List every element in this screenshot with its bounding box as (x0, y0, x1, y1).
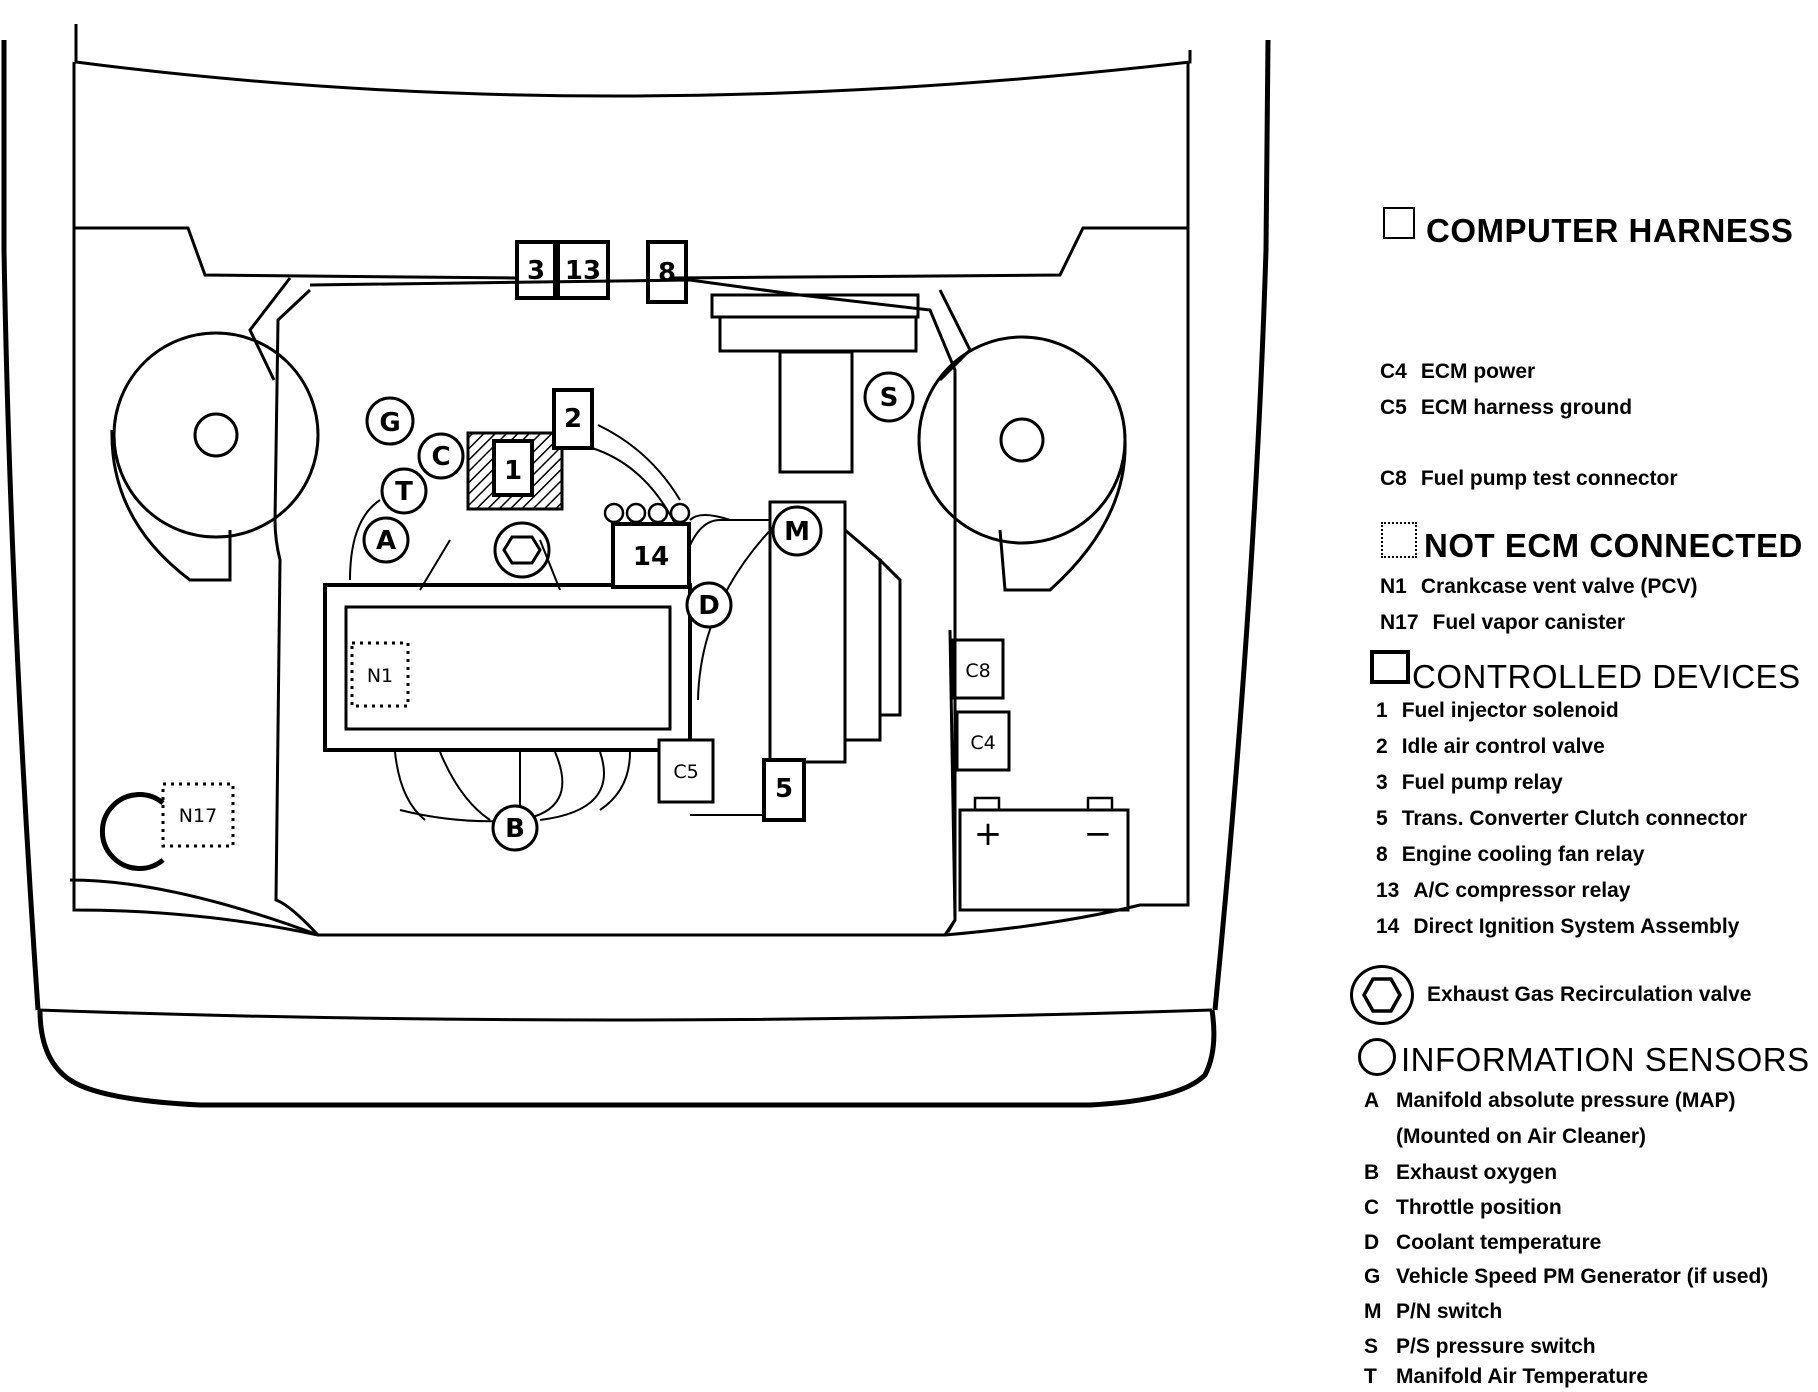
battery-plus-label: + (974, 814, 1003, 854)
n1-label: N1 (367, 665, 393, 687)
sensor-g-label: G (379, 408, 400, 438)
air-cleaner (323, 583, 692, 752)
c4-box (955, 710, 1011, 772)
egr-valve (493, 521, 551, 579)
dis-14-label: 14 (633, 542, 669, 572)
top-relay-cluster (515, 240, 688, 304)
tcc-5-box (762, 758, 806, 822)
sensor-t-label: T (395, 477, 413, 507)
ps-reservoir (710, 293, 920, 474)
firewall-outline (69, 62, 1190, 937)
relay-3-label: 3 (527, 256, 545, 286)
c4-label: C4 (970, 732, 995, 754)
sensor-d-label: D (698, 591, 720, 621)
dis-assembly (603, 502, 691, 589)
sensor-b-label: B (505, 814, 525, 844)
engine-compartment (273, 278, 957, 937)
sensor-a-label: A (376, 526, 396, 556)
canister-circle (99, 792, 165, 871)
n17-label: N17 (179, 805, 217, 827)
n17-box (161, 782, 235, 848)
right-wheel-well (917, 335, 1127, 592)
sensor-c-label: C (431, 442, 450, 472)
car-body-outline (1, 24, 1271, 1108)
relay-8-label: 8 (658, 258, 676, 288)
iac-2-box (552, 388, 594, 450)
left-wheel-well (110, 331, 320, 582)
iac-2-label: 2 (564, 404, 582, 434)
sensor-s-label: S (880, 383, 899, 413)
injector-1-label: 1 (504, 456, 522, 486)
battery (958, 796, 1130, 912)
sensors (362, 371, 915, 852)
transaxle (768, 500, 902, 772)
tcc-5-label: 5 (775, 774, 793, 804)
injector-1-box (492, 439, 534, 497)
n1-box (350, 641, 410, 708)
c8-box (951, 638, 1005, 700)
battery-minus-label: − (1084, 814, 1113, 854)
c8-label: C8 (965, 660, 990, 682)
sensor-m-label: M (784, 517, 810, 547)
c5-label: C5 (673, 761, 698, 783)
c5-box (657, 738, 715, 804)
relay-13-label: 13 (565, 256, 601, 286)
